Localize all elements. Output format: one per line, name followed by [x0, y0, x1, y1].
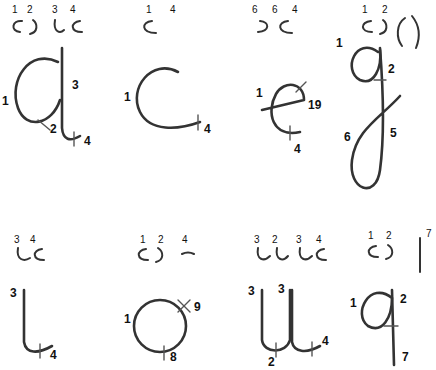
stroke-number: 4: [50, 350, 57, 361]
stroke-number: 1: [368, 230, 374, 241]
letter-q: [362, 293, 392, 328]
stroke-number: 1: [350, 298, 357, 309]
stroke-number: 1: [2, 96, 9, 107]
stroke-c: [13, 21, 22, 32]
stroke-number: 8: [170, 352, 177, 363]
stroke-number: 1: [336, 38, 343, 49]
stroke-c: [280, 21, 292, 33]
stroke-number: 1: [140, 234, 146, 245]
stroke-number: 4: [292, 4, 298, 15]
stroke-number: 3: [254, 234, 260, 245]
stroke-number: 4: [294, 144, 301, 155]
letter-g: [352, 48, 381, 81]
stroke-number: 2: [386, 230, 392, 241]
stroke-number: 2: [27, 4, 33, 15]
stroke-tick: [73, 132, 74, 146]
stroke-number: 4: [30, 234, 36, 245]
stroke-number: 5: [390, 128, 397, 139]
stroke-number: 3: [10, 288, 17, 299]
letter-a: [62, 48, 80, 139]
stroke-c: [144, 21, 156, 33]
stroke-number: 2: [50, 124, 57, 135]
stroke-paren: [398, 18, 405, 46]
letter-e: [262, 85, 304, 133]
stroke-number: 1: [12, 4, 18, 15]
stroke-j: [386, 245, 392, 259]
stroke-tick: [374, 79, 386, 80]
stroke-number: 4: [84, 136, 91, 147]
stroke-tick: [163, 346, 164, 360]
stroke-tick: [289, 126, 290, 140]
stroke-number: 3: [248, 286, 255, 297]
stroke-tick: [197, 115, 198, 130]
letter-u: [292, 290, 320, 351]
stroke-c: [363, 21, 372, 32]
stroke-tick: [178, 300, 190, 312]
stroke-number: 3: [52, 4, 58, 15]
letter-g: [352, 48, 400, 188]
stroke-number: 3: [14, 234, 20, 245]
stroke-u: [300, 248, 312, 259]
stroke-number: 2: [272, 234, 278, 245]
stroke-c: [317, 249, 326, 260]
letter-a: [16, 59, 60, 122]
stroke-tick: [296, 82, 306, 92]
letter-o: [134, 300, 186, 352]
stroke-c: [369, 246, 378, 257]
stroke-number: 1: [124, 314, 131, 325]
stroke-number: 6: [252, 4, 258, 15]
stroke-line: [419, 238, 421, 272]
stroke-number: 4: [316, 234, 322, 245]
stroke-number: 1: [146, 4, 152, 15]
stroke-number: 9: [194, 302, 201, 313]
letter-u: [262, 290, 290, 351]
stroke-tick: [384, 325, 398, 326]
stroke-c: [35, 249, 44, 260]
stroke-j: [380, 20, 386, 34]
stroke-number: 4: [182, 234, 188, 245]
stroke-reverse-c: [258, 21, 267, 32]
stroke-j: [156, 248, 162, 262]
stroke-number: 4: [70, 4, 76, 15]
stroke-c: [73, 21, 82, 32]
stroke-number: 7: [402, 352, 409, 363]
stroke-u: [18, 248, 30, 260]
stroke-tick: [275, 343, 276, 357]
stroke-tick: [311, 342, 312, 356]
stroke-number: 3: [278, 284, 285, 295]
stroke-dash: [182, 253, 194, 255]
stroke-tick: [178, 300, 190, 312]
stroke-number: 3: [72, 80, 79, 91]
stroke-u: [258, 248, 270, 259]
stroke-number: 6: [272, 4, 278, 15]
stroke-j: [30, 20, 36, 34]
stroke-number: 7: [426, 228, 432, 239]
stroke-number: 1: [256, 88, 263, 99]
stroke-number: 2: [388, 64, 395, 75]
stroke-number: 3: [296, 234, 302, 245]
stroke-number: 2: [268, 357, 275, 368]
stroke-number: 1: [362, 4, 368, 15]
stroke-number: 19: [308, 100, 321, 111]
stroke-number: 2: [400, 294, 407, 305]
stroke-number: 2: [158, 234, 164, 245]
stroke-number: 4: [204, 124, 211, 135]
stroke-u: [277, 248, 288, 259]
letter-c: [137, 68, 200, 127]
stroke-u: [55, 20, 64, 32]
stroke-number: 4: [170, 4, 176, 15]
stroke-number: 2: [382, 4, 388, 15]
stroke-c: [139, 249, 148, 260]
letter-i: [24, 290, 52, 352]
letter-q: [392, 290, 394, 365]
stroke-paren: [412, 16, 419, 48]
stroke-number: 1: [124, 92, 131, 103]
stroke-number: 4: [322, 336, 329, 347]
stroke-tick: [39, 344, 40, 358]
stroke-tick: [38, 120, 50, 130]
stroke-number: 6: [344, 132, 351, 143]
